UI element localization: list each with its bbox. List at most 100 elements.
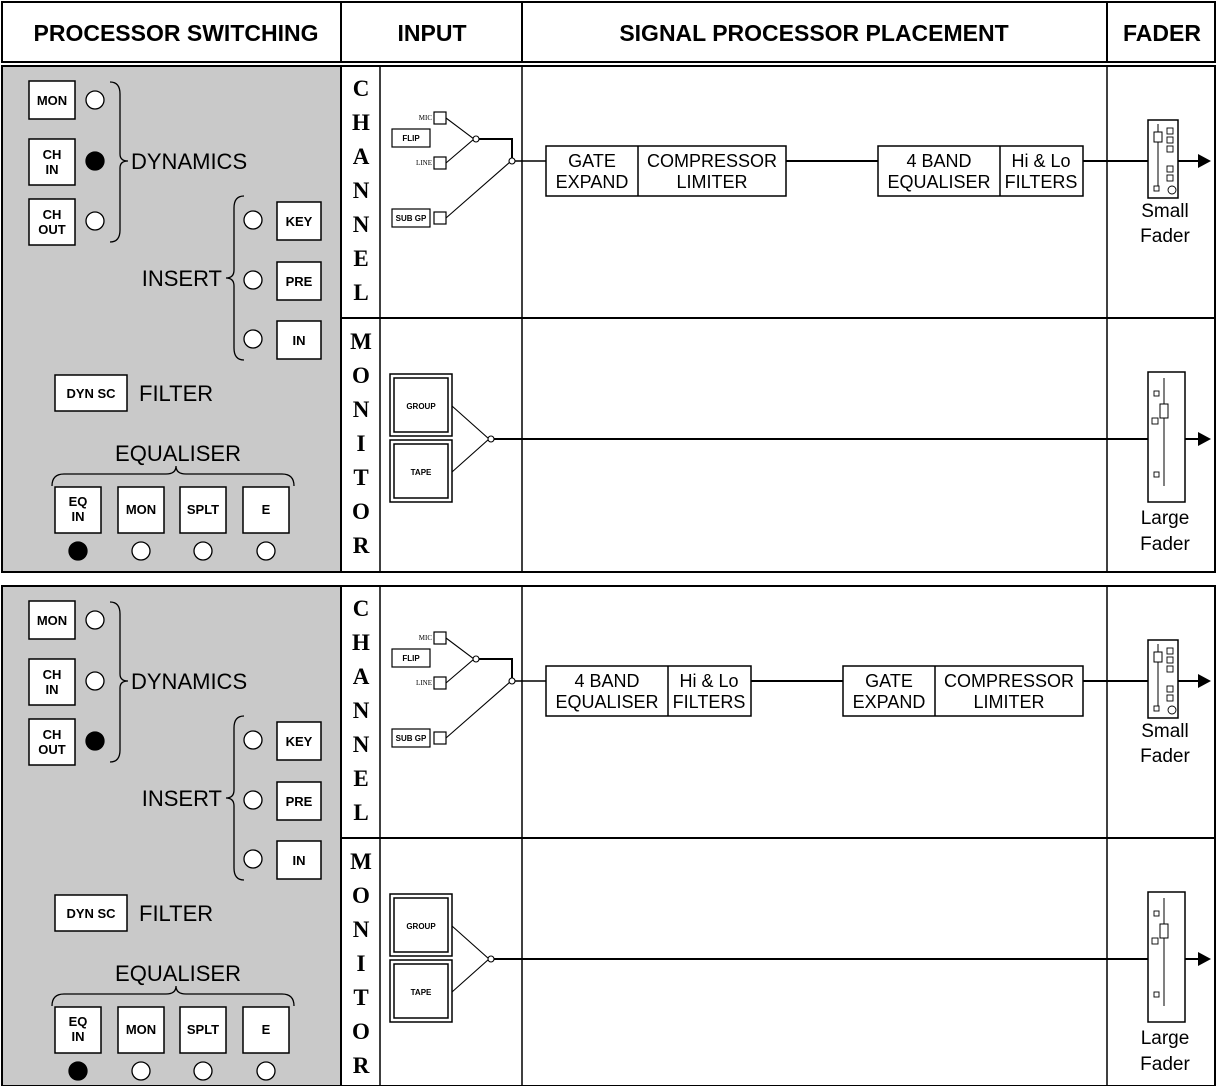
ch-out-led bbox=[85, 731, 105, 751]
eq-splt-button[interactable]: SPLT bbox=[179, 486, 227, 534]
insert-in-label: IN bbox=[293, 853, 306, 868]
key-button[interactable]: KEY bbox=[276, 721, 322, 761]
flip-label: FLIP bbox=[402, 654, 420, 663]
eq-in-led bbox=[68, 1061, 88, 1081]
channel-letter: N bbox=[353, 698, 370, 723]
line-label: LINE bbox=[416, 679, 432, 687]
mon-led bbox=[85, 610, 105, 630]
eq-e-button[interactable]: E bbox=[242, 486, 290, 534]
channel-letter: H bbox=[352, 110, 370, 135]
eq-mon-label: MON bbox=[126, 502, 156, 517]
insert-in-button[interactable]: IN bbox=[276, 320, 322, 360]
mon-button-label: MON bbox=[37, 93, 67, 108]
sub-gp-button[interactable]: SUB GP bbox=[391, 728, 431, 748]
eq-splt-led bbox=[193, 541, 213, 561]
ch-out-button[interactable]: CH OUT bbox=[28, 718, 76, 766]
mic-label: MIC bbox=[419, 634, 433, 642]
eq-splt-button[interactable]: SPLT bbox=[179, 1006, 227, 1054]
group-label: GROUP bbox=[406, 402, 436, 411]
ch-in-button[interactable]: CH IN bbox=[28, 658, 76, 706]
eq-splt-led bbox=[193, 1061, 213, 1081]
eq-mon-label: MON bbox=[126, 1022, 156, 1037]
sub-gp-indicator bbox=[433, 211, 447, 225]
large-fader-label-2: Fader bbox=[1140, 534, 1190, 555]
mic-indicator bbox=[433, 111, 447, 125]
small-fader-icon bbox=[1147, 639, 1179, 719]
insert-in-led bbox=[243, 849, 263, 869]
pre-button[interactable]: PRE bbox=[276, 261, 322, 301]
pre-label: PRE bbox=[286, 794, 313, 809]
group-button[interactable]: GROUP bbox=[389, 373, 453, 437]
channel-letter: E bbox=[353, 766, 368, 791]
key-label: KEY bbox=[286, 734, 313, 749]
filters-label: FILTERS bbox=[1005, 172, 1078, 192]
monitor-vertical-label: M O N I T O R bbox=[350, 329, 372, 558]
insert-in-button[interactable]: IN bbox=[276, 840, 322, 880]
ch-out-label-1: CH bbox=[43, 727, 62, 742]
tape-label: TAPE bbox=[411, 468, 432, 477]
channel-letter: A bbox=[353, 664, 370, 689]
key-button[interactable]: KEY bbox=[276, 201, 322, 241]
monitor-letter: O bbox=[352, 499, 370, 524]
ch-in-button[interactable]: CH IN bbox=[28, 138, 76, 186]
monitor-letter: I bbox=[357, 951, 366, 976]
large-fader-label-1: Large bbox=[1141, 508, 1190, 529]
equaliser-bracket bbox=[51, 985, 295, 1007]
large-fader-icon bbox=[1147, 371, 1186, 503]
sub-gp-indicator bbox=[433, 731, 447, 745]
ch-in-label-1: CH bbox=[43, 667, 62, 682]
gate-compressor-block: GATE EXPAND COMPRESSOR LIMITER bbox=[545, 145, 787, 197]
ch-out-label-2: OUT bbox=[38, 742, 66, 757]
flip-label: FLIP bbox=[402, 134, 420, 143]
eq-splt-label: SPLT bbox=[187, 502, 219, 517]
tape-button[interactable]: TAPE bbox=[389, 439, 453, 503]
insert-in-led bbox=[243, 329, 263, 349]
channel-letter: E bbox=[353, 246, 368, 271]
mon-button[interactable]: MON bbox=[28, 600, 76, 640]
dyn-sc-button[interactable]: DYN SC bbox=[54, 894, 128, 932]
header-input: INPUT bbox=[398, 20, 467, 46]
eq-mon-button[interactable]: MON bbox=[117, 486, 165, 534]
flip-button[interactable]: FLIP bbox=[391, 648, 431, 668]
sub-gp-button[interactable]: SUB GP bbox=[391, 208, 431, 228]
eq-in-button[interactable]: EQ IN bbox=[54, 1006, 102, 1054]
processor-switching-panel: MON CH IN CH OUT DYNAMICS INSERT bbox=[28, 80, 322, 561]
filters-label: FILTERS bbox=[673, 692, 746, 712]
ch-out-led bbox=[85, 211, 105, 231]
eq-e-button[interactable]: E bbox=[242, 1006, 290, 1054]
ch-in-led bbox=[85, 671, 105, 691]
line-indicator bbox=[433, 156, 447, 170]
channel-signal-chain: GATE EXPAND COMPRESSOR LIMITER 4 BAND EQ… bbox=[515, 145, 1148, 197]
channel-letter: A bbox=[353, 144, 370, 169]
monitor-vertical-label: M O N I T O R bbox=[350, 849, 372, 1078]
eq-mon-button[interactable]: MON bbox=[117, 1006, 165, 1054]
dyn-sc-label: DYN SC bbox=[66, 386, 116, 401]
sub-gp-label: SUB GP bbox=[396, 214, 427, 223]
insert-bracket bbox=[225, 715, 245, 881]
insert-bracket bbox=[225, 195, 245, 361]
channel-letter: N bbox=[353, 212, 370, 237]
monitor-letter: M bbox=[350, 849, 372, 874]
eq-in-button[interactable]: EQ IN bbox=[54, 486, 102, 534]
eq-in-label-2: IN bbox=[72, 1029, 85, 1044]
equaliser-box-label: EQUALISER bbox=[555, 692, 658, 712]
mon-button[interactable]: MON bbox=[28, 80, 76, 120]
channel-letter: L bbox=[353, 800, 368, 825]
flip-button[interactable]: FLIP bbox=[391, 128, 431, 148]
ch-out-button[interactable]: CH OUT bbox=[28, 198, 76, 246]
channel-signal-chain: 4 BAND EQUALISER Hi & Lo FILTERS GATE EX… bbox=[515, 665, 1148, 717]
insert-label: INSERT bbox=[142, 786, 222, 811]
small-fader-icon bbox=[1147, 119, 1179, 199]
insert-in-label: IN bbox=[293, 333, 306, 348]
eq-filters-block: 4 BAND EQUALISER Hi & Lo FILTERS bbox=[545, 665, 752, 717]
channel-letter: N bbox=[353, 732, 370, 757]
dynamics-bracket bbox=[109, 81, 129, 243]
group-button[interactable]: GROUP bbox=[389, 893, 453, 957]
pre-button[interactable]: PRE bbox=[276, 781, 322, 821]
tape-button[interactable]: TAPE bbox=[389, 959, 453, 1023]
four-band-label: 4 BAND bbox=[574, 671, 639, 691]
dyn-sc-button[interactable]: DYN SC bbox=[54, 374, 128, 412]
eq-mon-led bbox=[131, 541, 151, 561]
channel-output-arrow-icon bbox=[1198, 154, 1211, 168]
ch-in-led bbox=[85, 151, 105, 171]
